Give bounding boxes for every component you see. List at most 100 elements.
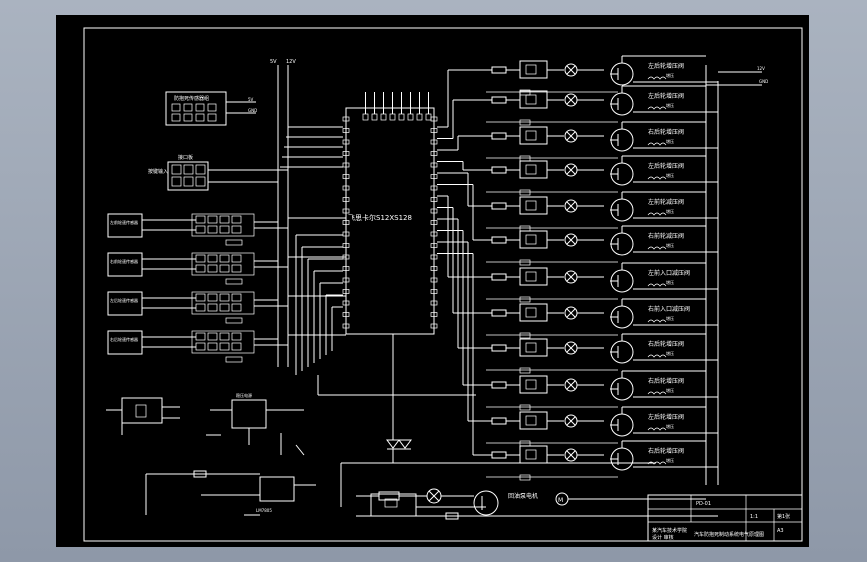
valve-coil: [647, 354, 667, 358]
valve-sub-label: 增压: [666, 102, 674, 108]
mcu-label: 飞思卡尔S12XS128: [348, 213, 412, 222]
valve-sub-label: 增压: [666, 457, 674, 463]
mcu-chip: 飞思卡尔S12XS128: [342, 92, 438, 335]
valve-sub-label: 增压: [666, 315, 674, 321]
title-block: 某汽车技术学院 设计 审核 汽车防抱死制动系统电气原理图 PD-01 1:1 第…: [647, 494, 803, 542]
title-material: A3: [777, 528, 784, 534]
valve-label: 左后轮增压阀: [648, 413, 684, 421]
valve-label: 右后轮增压阀: [648, 377, 684, 385]
valve-sub-label: 增压: [666, 279, 674, 285]
valve-coil: [647, 283, 667, 287]
sensor-module: 左前轮速传感器: [107, 213, 346, 246]
valve-coil: [647, 176, 667, 180]
title-company: 某汽车技术学院: [652, 527, 687, 534]
schematic-diagram: 某汽车技术学院 设计 审核 汽车防抱死制动系统电气原理图 PD-01 1:1 第…: [83, 27, 803, 542]
valve-label: 右后轮增压阀: [648, 128, 684, 136]
sensor-label: 右后轮速传感器: [110, 336, 138, 342]
valve-coil: [647, 76, 667, 80]
optocoupler: [519, 60, 548, 79]
top-power-rails: 5V 12V: [270, 59, 296, 367]
right-rail-lower-label: GND: [759, 79, 768, 84]
sensor-label: 右前轮速传感器: [110, 258, 138, 264]
optocoupler: [519, 196, 548, 215]
valve-coil: [647, 391, 667, 395]
mcu-pins: [342, 92, 438, 329]
optocoupler: [519, 90, 548, 109]
resistor: [491, 236, 507, 244]
resistor: [491, 202, 507, 210]
valve-label: 左后轮增压阀: [648, 162, 684, 170]
resistor: [491, 451, 507, 459]
aux-circuit-3: LM7805: [145, 470, 316, 516]
valve-coil: [647, 106, 667, 110]
valve-coil: [647, 246, 667, 250]
sensor-label: 左前轮速传感器: [110, 219, 138, 225]
drawing-border: [83, 27, 803, 542]
top-left-module-label: 防抱死传感器组: [174, 95, 209, 102]
valve-coil: [647, 427, 667, 431]
valve-label: 右前入口减压阀: [648, 305, 690, 313]
resistor: [491, 273, 507, 281]
title-scale: 1:1: [750, 514, 758, 520]
valve-sub-label: 增压: [666, 350, 674, 356]
valve-sub-label: 增压: [666, 138, 674, 144]
aux-circuit-1: [106, 397, 180, 435]
valve-coil: [647, 461, 667, 465]
title-drawing: 汽车防抱死制动系统电气原理图: [694, 531, 764, 538]
right-rail-upper-label: 12V: [757, 66, 765, 71]
resistor: [491, 132, 507, 140]
right-power-rails: 12V GND: [705, 65, 768, 485]
resistor: [491, 309, 507, 317]
svg-text:GND: GND: [248, 108, 257, 113]
valve-sub-label: 增压: [666, 423, 674, 429]
diode-pair: [340, 334, 656, 507]
keypad-header: 接口板: [178, 154, 193, 161]
sensor-module: 左后轮速传感器: [107, 291, 346, 324]
title-sheet: 第1张: [777, 513, 790, 520]
title-author: 设计 审核: [652, 534, 674, 541]
sensor-label: 左后轮速传感器: [110, 297, 138, 303]
title-drawing-no: PD-01: [696, 501, 711, 507]
top-left-module: 防抱死传感器组 5V GND: [165, 91, 257, 126]
pump-label: 回油泵电机: [508, 492, 538, 500]
driver-channels: 左后轮增压阀增压左后轮增压阀增压右后轮增压阀增压左后轮增压阀增压左前轮减压阀增压…: [437, 55, 718, 481]
valve-sub-label: 增压: [666, 72, 674, 78]
valve-sub-label: 增压: [666, 387, 674, 393]
optocoupler: [519, 303, 548, 322]
valve-label: 右前轮减压阀: [648, 232, 684, 240]
optocoupler: [519, 267, 548, 286]
resistor: [491, 166, 507, 174]
keypad-label: 按键输入: [148, 168, 168, 175]
valve-label: 右后轮增压阀: [648, 340, 684, 348]
svg-text:5V: 5V: [248, 97, 254, 102]
resistor: [491, 96, 507, 104]
rail-left-label: 5V: [270, 59, 277, 65]
resistor: [491, 344, 507, 352]
keypad-block: 接口板 按键输入: [148, 154, 288, 191]
aux-chip-label: LM7805: [256, 508, 272, 513]
valve-coil: [647, 142, 667, 146]
optocoupler: [519, 375, 548, 394]
resistor: [491, 381, 507, 389]
sensor-module: 右后轮速传感器: [107, 330, 346, 363]
optocoupler: [519, 126, 548, 145]
connection-buses: [280, 126, 476, 396]
pump-channel: 回油泵电机 M: [356, 488, 718, 520]
valve-coil: [647, 212, 667, 216]
resistor: [491, 417, 507, 425]
optocoupler: [519, 230, 548, 249]
valve-coil: [647, 319, 667, 323]
